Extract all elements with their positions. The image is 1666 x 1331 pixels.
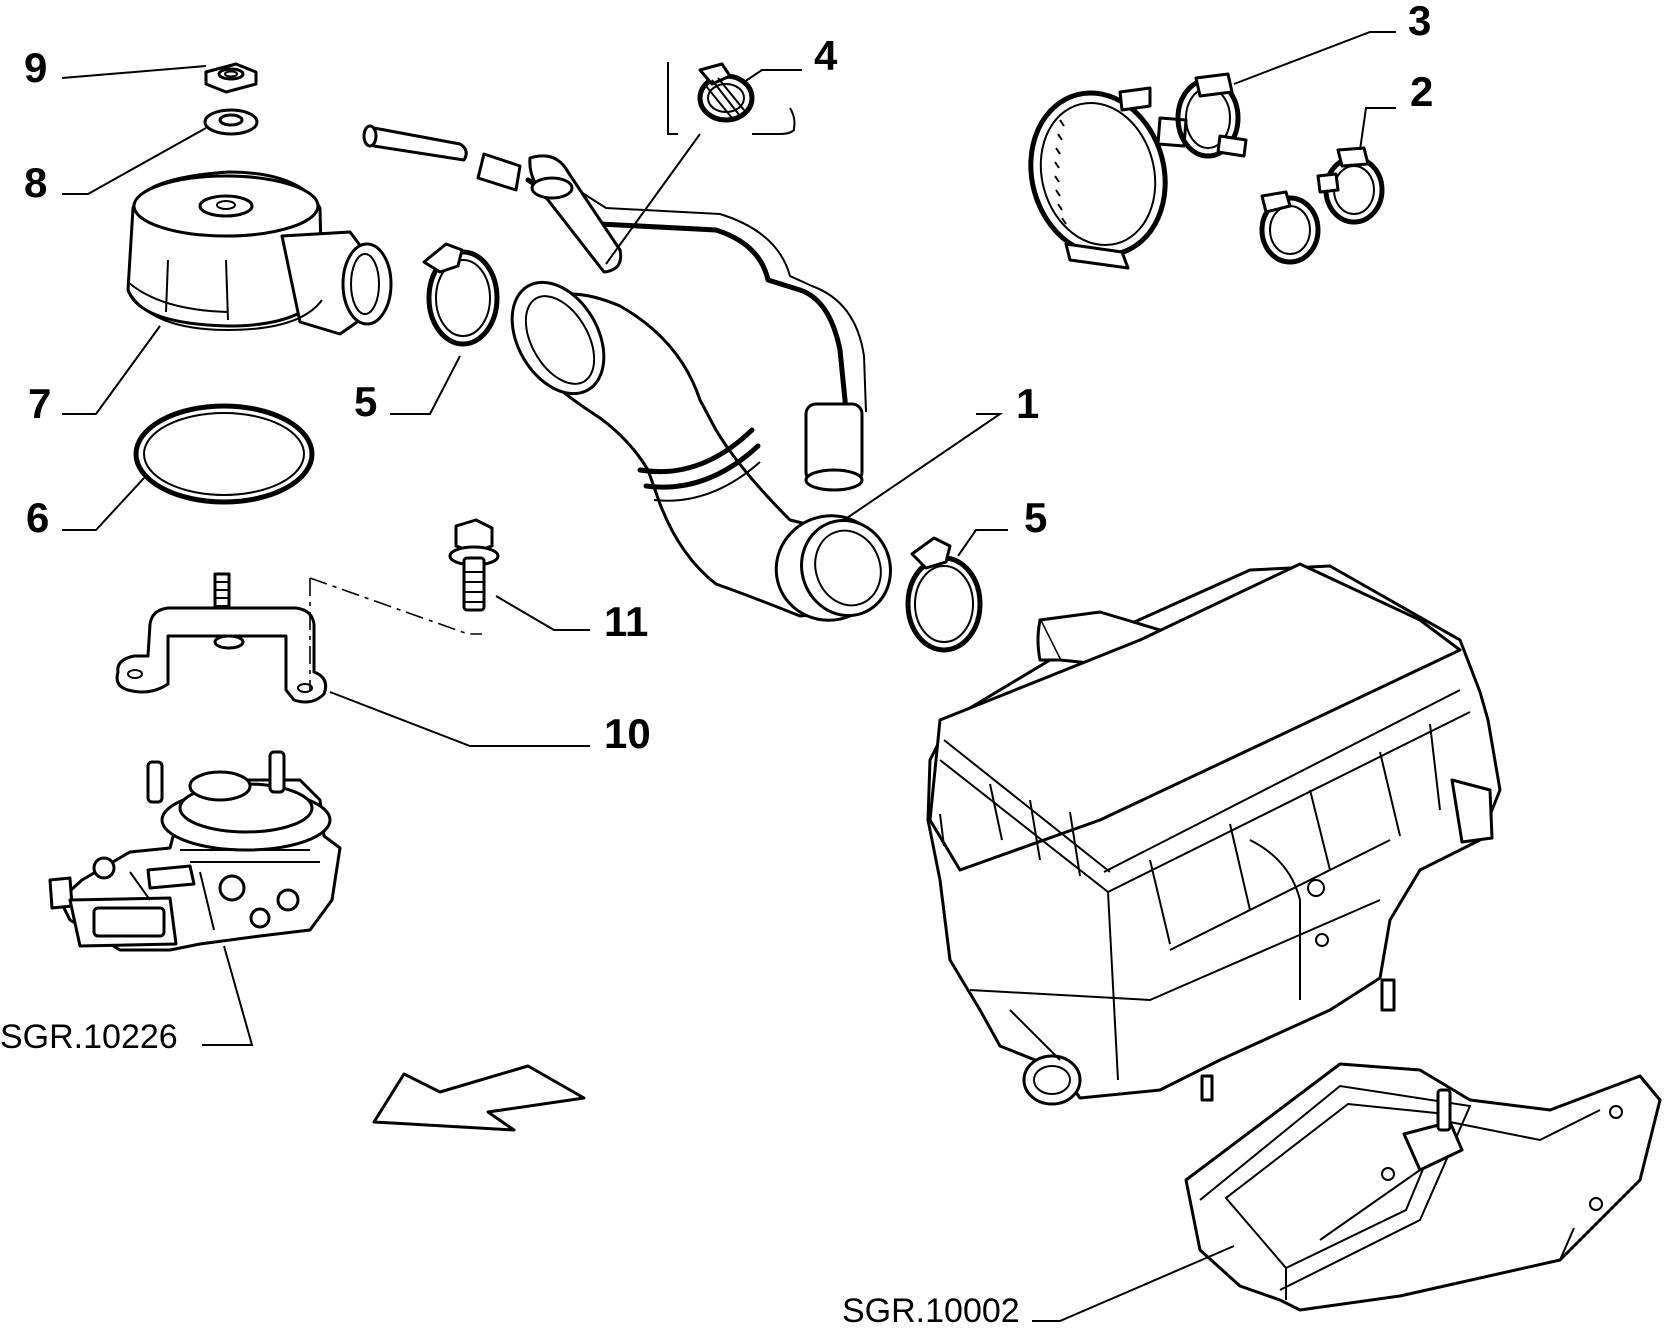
carburettor-assembly xyxy=(48,750,342,952)
reference-air-box: SGR.10002 xyxy=(842,1292,1020,1330)
callout-10: 10 xyxy=(604,710,651,757)
gasket-ring-part-6 xyxy=(133,403,315,505)
callout-5-upper: 5 xyxy=(354,378,377,425)
callout-2: 2 xyxy=(1410,68,1433,115)
direction-arrow xyxy=(372,1064,586,1132)
callout-6: 6 xyxy=(26,494,49,541)
callout-7: 7 xyxy=(28,380,51,427)
washer-part-8 xyxy=(203,108,259,136)
alignment-dashed-line xyxy=(309,577,482,690)
callout-5-lower: 5 xyxy=(1024,494,1047,541)
callout-11: 11 xyxy=(604,598,648,645)
reference-carburettor: SGR.10226 xyxy=(0,1018,178,1056)
spring-clamp-part-5-upper xyxy=(422,242,500,347)
nut-part-9 xyxy=(204,62,258,94)
band-clamp-part-3 xyxy=(1028,72,1248,270)
small-clamp-part-2 xyxy=(1259,146,1385,265)
bracket-part-10 xyxy=(115,572,328,704)
hose-clip-part-4 xyxy=(667,62,796,135)
air-box-support-tray xyxy=(1184,1062,1662,1312)
callout-1: 1 xyxy=(1016,380,1039,427)
air-box-housing xyxy=(926,562,1502,1106)
breather-hose-part-4 xyxy=(362,124,867,492)
callout-8: 8 xyxy=(24,159,47,206)
intake-hose-part-1 xyxy=(510,280,892,622)
callout-4: 4 xyxy=(814,32,838,79)
callout-9: 9 xyxy=(24,44,47,91)
spring-clamp-part-5-lower xyxy=(905,536,983,653)
bolt-part-11 xyxy=(448,518,500,612)
callout-3: 3 xyxy=(1408,0,1431,44)
air-filter-cover-part-7 xyxy=(126,170,393,336)
leader-lines xyxy=(61,31,1396,1322)
